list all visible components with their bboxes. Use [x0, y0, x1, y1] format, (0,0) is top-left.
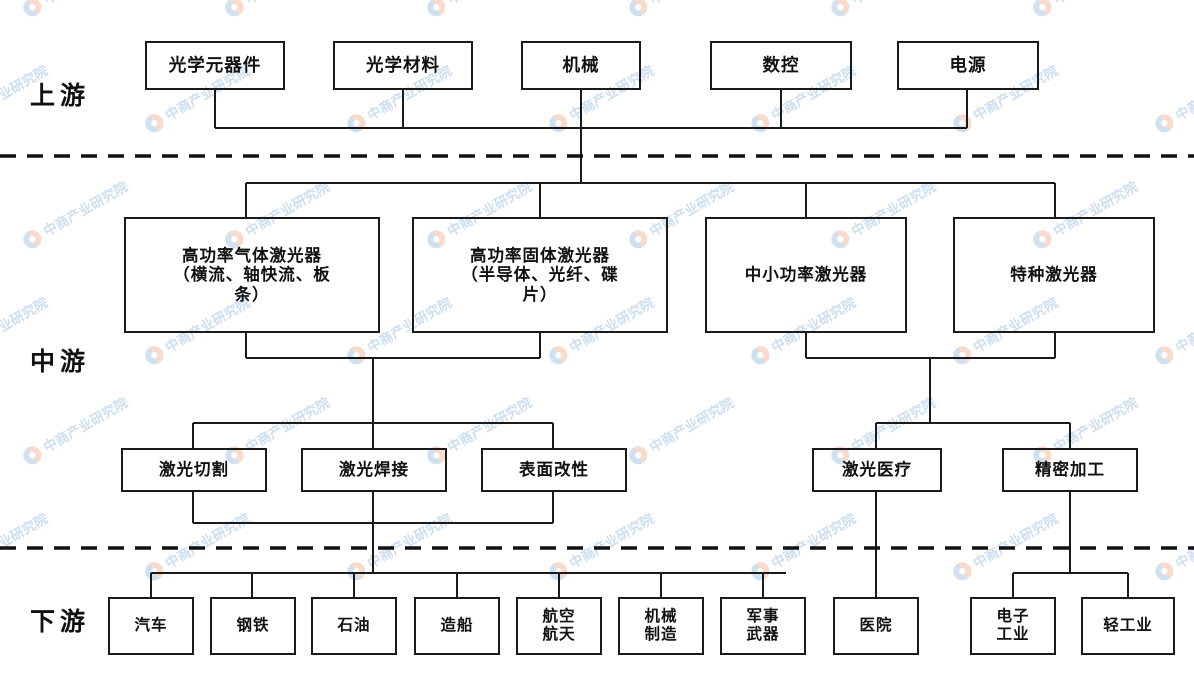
node-shipbuilding[interactable]: 造船 — [414, 597, 500, 655]
node-light-industry[interactable]: 轻工业 — [1081, 597, 1175, 655]
node-laser-welding[interactable]: 激光焊接 — [301, 448, 447, 492]
node-line-1: 钢铁 — [236, 616, 270, 634]
node-line-2: （横流、轴快流、板 — [173, 265, 331, 285]
node-line-2: （半导体、光纤、碟 — [461, 265, 619, 285]
node-power-supply[interactable]: 电源 — [897, 41, 1039, 90]
node-line-1: 机械 — [644, 607, 678, 625]
node-line-1: 高功率气体激光器 — [182, 245, 322, 265]
node-automobile[interactable]: 汽车 — [108, 597, 194, 655]
node-line-1: 军事 — [746, 607, 780, 625]
node-military-weapons[interactable]: 军事 武器 — [720, 597, 806, 655]
node-line-1: 轻工业 — [1103, 616, 1153, 634]
stage-label-upstream: 上游 — [30, 83, 91, 110]
node-line-1: 汽车 — [134, 616, 168, 634]
node-medium-small-power-laser[interactable]: 中小功率激光器 — [705, 217, 907, 333]
node-surface-modification[interactable]: 表面改性 — [481, 448, 627, 492]
node-mechanical[interactable]: 机械 — [521, 41, 641, 90]
node-line-2: 工业 — [996, 626, 1030, 643]
node-line-2: 武器 — [746, 626, 780, 643]
node-laser-medical[interactable]: 激光医疗 — [812, 448, 942, 492]
node-electronics-industry[interactable]: 电子 工业 — [970, 597, 1056, 655]
node-petroleum[interactable]: 石油 — [311, 597, 397, 655]
node-cnc[interactable]: 数控 — [710, 41, 852, 90]
node-optical-materials[interactable]: 光学材料 — [333, 41, 473, 90]
node-high-power-gas-laser[interactable]: 高功率气体激光器 （横流、轴快流、板 条） — [124, 217, 380, 333]
node-line-2: 航天 — [542, 626, 576, 643]
stage-label-midstream: 中游 — [30, 349, 91, 376]
node-line-1: 医院 — [859, 616, 893, 634]
node-laser-cutting[interactable]: 激光切割 — [121, 448, 267, 492]
node-line-3: 条） — [234, 284, 270, 304]
node-aerospace[interactable]: 航空 航天 — [516, 597, 602, 655]
node-line-1: 石油 — [337, 616, 371, 634]
node-line-2: 制造 — [644, 626, 678, 643]
node-high-power-solid-laser[interactable]: 高功率固体激光器 （半导体、光纤、碟 片） — [412, 217, 668, 333]
node-line-3: 片） — [522, 284, 558, 304]
node-precision-machining[interactable]: 精密加工 — [1002, 448, 1138, 492]
node-special-laser[interactable]: 特种激光器 — [953, 217, 1155, 333]
node-line-1: 电子 — [996, 607, 1030, 625]
node-steel[interactable]: 钢铁 — [210, 597, 296, 655]
stage-label-downstream: 下游 — [30, 609, 91, 636]
node-machinery-manufacturing[interactable]: 机械 制造 — [618, 597, 704, 655]
node-line-1: 航空 — [542, 607, 576, 625]
node-hospital[interactable]: 医院 — [833, 597, 919, 655]
node-line-1: 高功率固体激光器 — [470, 245, 610, 265]
node-optical-components[interactable]: 光学元器件 — [145, 41, 285, 90]
node-line-1: 造船 — [440, 616, 474, 634]
